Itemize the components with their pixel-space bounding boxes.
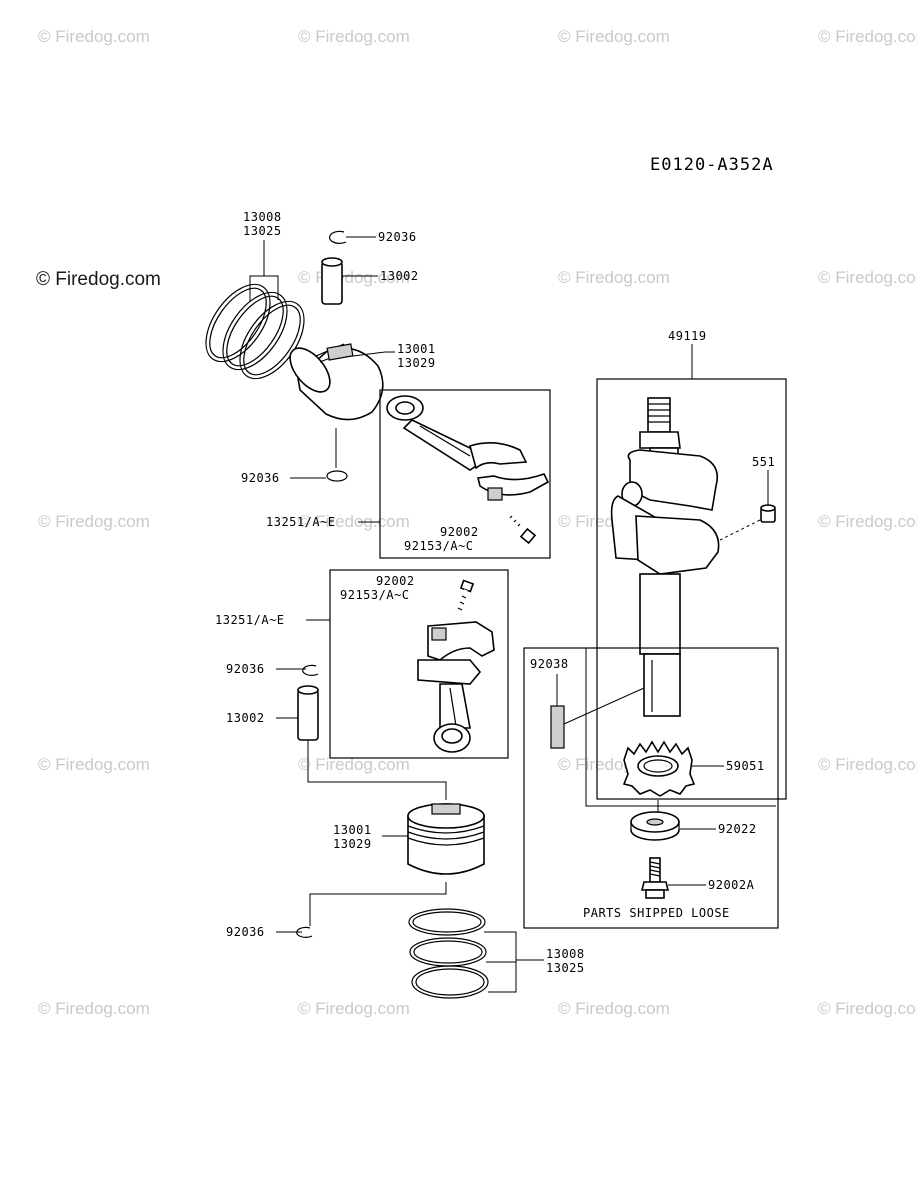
- label-piston-bot-1: 13001: [333, 823, 372, 837]
- watermark: © Firedog.com: [558, 268, 670, 287]
- label-washer: 92022: [718, 822, 757, 836]
- circlip-top-lower: [326, 470, 348, 482]
- watermark: © Firedog.com: [818, 755, 917, 774]
- dowel-pin-551: [760, 504, 776, 523]
- label-clip-top-lower: 92036: [241, 471, 280, 485]
- connecting-rod-mid: [417, 621, 495, 753]
- label-rod-top: 13251/A~E: [266, 515, 336, 529]
- rod-bolt-mid: [454, 579, 475, 615]
- piston-top: [289, 343, 384, 421]
- label-clip-bot: 92036: [226, 925, 265, 939]
- watermark: © Firedog.com: [298, 755, 410, 774]
- circlip-bottom: [296, 926, 313, 938]
- label-pin-top: 13002: [380, 269, 419, 283]
- label-bolt-top-1: 92002: [440, 525, 479, 539]
- label-piston-bot-2: 13029: [333, 837, 372, 851]
- watermark-main: © Firedog.com: [36, 269, 161, 290]
- piston-rings-bottom: [408, 908, 489, 999]
- watermark: © Firedog.com: [38, 999, 150, 1018]
- loose-parts-box: [523, 647, 779, 929]
- label-crankshaft: 49119: [668, 329, 707, 343]
- conrod-box-top: [379, 389, 551, 559]
- label-rings-top-2: 13025: [243, 224, 282, 238]
- label-piston-top-1: 13001: [397, 342, 436, 356]
- watermark: © Firedog.com: [818, 512, 917, 531]
- diagram-code: E0120-A352A: [650, 155, 774, 175]
- label-clip-mid: 92036: [226, 662, 265, 676]
- label-rings-bot-2: 13025: [546, 961, 585, 975]
- watermark: © Firedog.com: [818, 999, 917, 1018]
- piston-pin-top: [321, 257, 343, 305]
- label-bolt-mid-2: 92153/A~C: [340, 588, 410, 602]
- circlip-mid: [302, 664, 319, 676]
- watermark: © Firedog.com: [38, 512, 150, 531]
- conrod-box-mid: [329, 569, 509, 759]
- circlip-top: [329, 230, 347, 244]
- piston-rings-top: [205, 283, 305, 380]
- label-bolt-top-2: 92153/A~C: [404, 539, 474, 553]
- watermark: © Firedog.com: [298, 27, 410, 46]
- flange-bolt: [640, 857, 670, 899]
- label-rod-mid: 13251/A~E: [215, 613, 285, 627]
- loose-parts-note: PARTS SHIPPED LOOSE: [583, 906, 730, 920]
- label-key: 92038: [530, 657, 569, 671]
- woodruff-key: [550, 705, 565, 749]
- label-bolt-mid-1: 92002: [376, 574, 415, 588]
- watermark: © Firedog.com: [298, 512, 410, 531]
- connecting-rod-top: [386, 395, 550, 501]
- watermark: © Firedog.com: [818, 27, 917, 46]
- label-rings-top-1: 13008: [243, 210, 282, 224]
- piston-bottom: [407, 803, 485, 875]
- label-rings-bot-1: 13008: [546, 947, 585, 961]
- watermark-layer: © Firedog.com © Firedog.com © Firedog.co…: [36, 27, 917, 1018]
- watermark: © Firedog.com: [818, 268, 917, 287]
- rod-bolt-top: [505, 512, 537, 545]
- crankshaft: [610, 397, 720, 717]
- watermark: © Firedog.com: [298, 999, 410, 1018]
- watermark: © Firedog.com: [558, 999, 670, 1018]
- label-bolt-loose: 92002A: [708, 878, 755, 892]
- watermark: © Firedog.com: [38, 755, 150, 774]
- watermark: © Firedog.com: [558, 27, 670, 46]
- watermark: © Firedog.com: [38, 27, 150, 46]
- crankshaft-box: [596, 378, 787, 800]
- label-pin-551: 551: [752, 455, 775, 469]
- washer: [630, 811, 680, 841]
- label-clip-top: 92036: [378, 230, 417, 244]
- crankshaft-gear: [622, 740, 696, 797]
- label-pin-mid: 13002: [226, 711, 265, 725]
- label-piston-top-2: 13029: [397, 356, 436, 370]
- piston-pin-mid: [297, 685, 319, 741]
- label-gear: 59051: [726, 759, 765, 773]
